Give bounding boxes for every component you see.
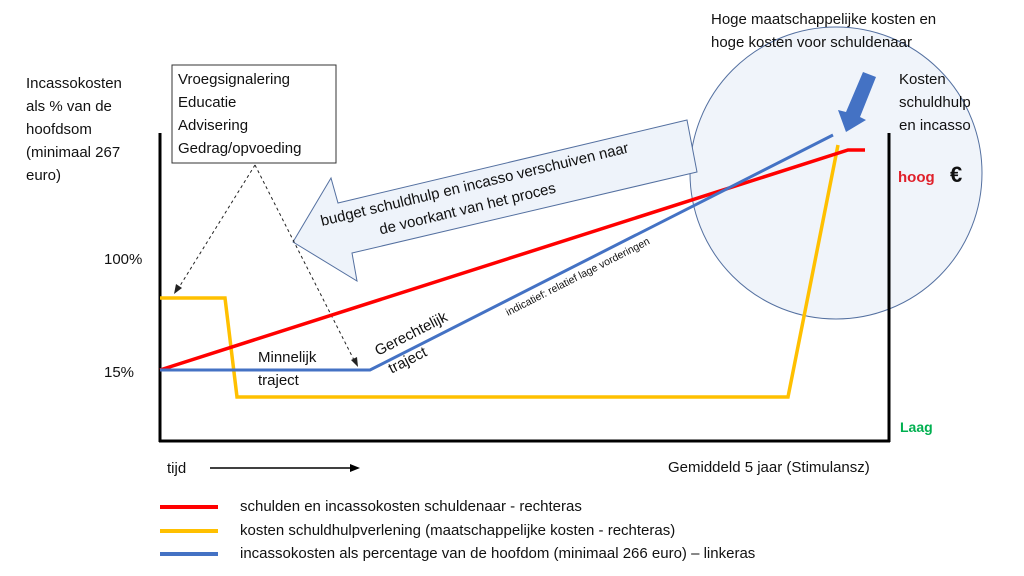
left-axis-title-line: hoofdsom — [26, 121, 92, 138]
euro-icon: € — [950, 162, 963, 187]
series-red-schulden — [159, 148, 865, 372]
left-axis-title-line: euro) — [26, 167, 62, 184]
arrowhead-right — [351, 357, 358, 367]
dashed-pointer-arrows — [177, 164, 356, 363]
time-arrowhead — [350, 464, 360, 472]
left-axis-title-line: Incassokosten — [26, 75, 122, 92]
circle-caption-line: Hoge maatschappelijke kosten en — [711, 11, 937, 28]
right-axis-title-line: schuldhulp — [899, 94, 971, 111]
x-axis-start-label: tijd — [167, 460, 187, 477]
prevention-box — [171, 64, 337, 164]
x-axis-end-label: Gemiddeld 5 jaar (Stimulansz) — [668, 459, 870, 476]
series-blue-incassokosten — [160, 133, 834, 372]
legend-label-yellow: kosten schuldhulpverlening (maatschappel… — [240, 522, 676, 539]
down-arrow-icon — [838, 72, 876, 132]
legend-label-red: schulden en incassokosten schuldenaar - … — [240, 498, 582, 515]
left-axis-title-line: (minimaal 267 — [26, 144, 121, 161]
left-axis-title: Incassokosten als % van de hoofdsom (min… — [26, 72, 122, 187]
prevention-list: Vroegsignalering Educatie Advisering Ged… — [178, 68, 301, 160]
left-axis-title-line: als % van de — [26, 98, 112, 115]
tick-15: 15% — [104, 364, 135, 381]
series-yellow-schuldhulp — [160, 144, 840, 399]
tick-100: 100% — [104, 251, 143, 268]
shift-budget-arrow — [292, 119, 698, 283]
minnelijk-line: traject — [258, 372, 299, 389]
circle-caption: Hoge maatschappelijke kosten en hoge kos… — [711, 8, 936, 54]
right-axis-title-line: Kosten — [899, 71, 946, 88]
legend-label-blue: incassokosten als percentage van de hoof… — [240, 545, 756, 562]
minnelijk-line: Minnelijk — [258, 349, 317, 366]
arrowhead-left — [174, 284, 182, 294]
prevention-item: Vroegsignalering — [178, 71, 291, 88]
circle-caption-line: hoge kosten voor schuldenaar — [711, 34, 912, 51]
prevention-item: Educatie — [178, 94, 237, 111]
minnelijk-label: Minnelijk traject — [258, 346, 316, 392]
prevention-item: Gedrag/opvoeding — [178, 140, 302, 157]
high-label: hoog — [898, 169, 935, 186]
prevention-item: Advisering — [178, 117, 249, 134]
low-label: Laag — [900, 419, 933, 435]
axes — [158, 133, 891, 443]
right-axis-title: Kosten schuldhulp en incasso — [899, 68, 971, 137]
indicatief-label: indicatief: relatief lage vorderingen — [504, 235, 652, 318]
right-axis-title-line: en incasso — [899, 117, 971, 134]
